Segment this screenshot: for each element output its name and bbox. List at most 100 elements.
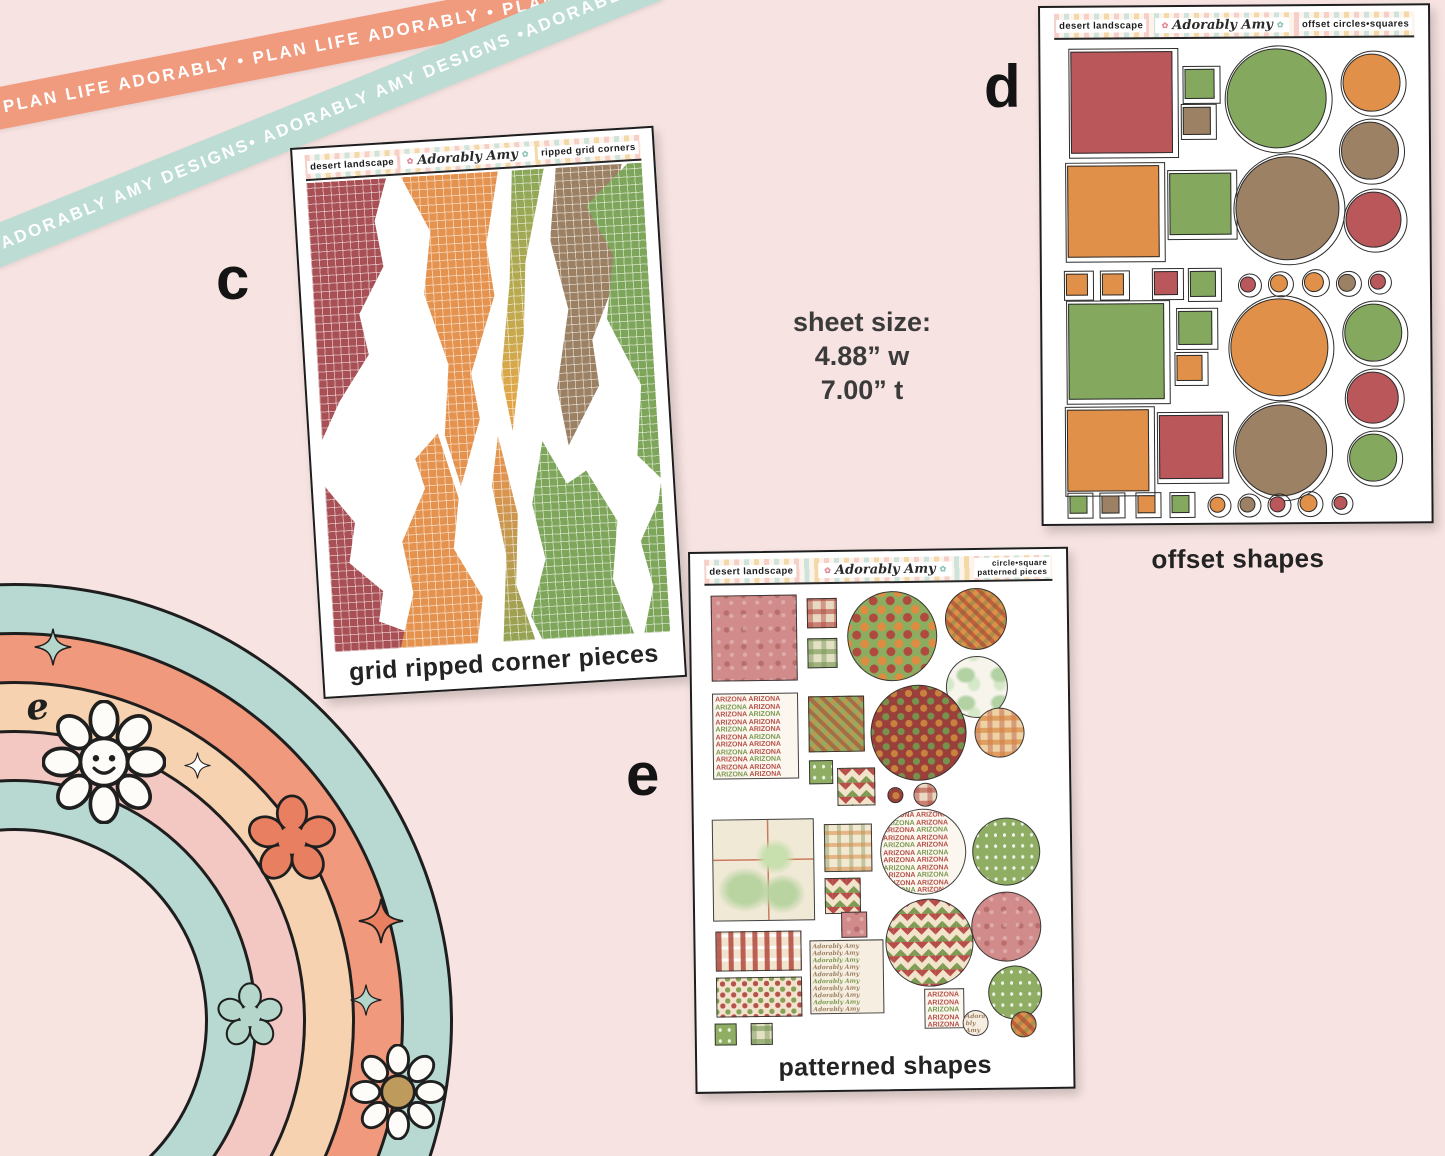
offset-circle-sticker xyxy=(1230,297,1329,397)
collection-name: desert landscape xyxy=(306,155,398,174)
smiley-daisy-icon xyxy=(42,700,166,824)
patterned-square-sticker xyxy=(808,759,834,785)
patterned-circle-sticker: ARIZONA ARIZONA ARIZONA ARIZONA ARIZONA … xyxy=(879,808,967,896)
sticker-page: desert landscape ✿Adorably Amy✿ circle•s… xyxy=(688,546,1076,1094)
sheet-grid-ripped-corners: desert landscape ✿Adorably Amy✿ ripped g… xyxy=(290,125,688,699)
offset-square-sticker xyxy=(1169,172,1232,236)
teal-flower-icon xyxy=(217,982,283,1046)
patterned-circle-sticker xyxy=(987,965,1043,1020)
flower-icon: ✿ xyxy=(406,155,414,166)
sparkle-icon xyxy=(184,752,211,779)
sheet-header: desert landscape ✿Adorably Amy✿ offset c… xyxy=(1054,11,1415,40)
offset-square-sticker xyxy=(1070,51,1174,154)
sheet-type-label: circle•square patterned pieces xyxy=(974,556,1051,579)
offset-circle-sticker xyxy=(1303,272,1325,293)
daisy-icon xyxy=(350,1044,446,1140)
offset-circle-sticker xyxy=(1340,121,1400,180)
brand-logo-text: Adorably Amy xyxy=(1172,16,1273,33)
patterned-square-sticker xyxy=(823,823,873,873)
patterned-circle-sticker xyxy=(887,787,904,804)
patterned-square-sticker xyxy=(715,976,803,1018)
brand-logo: ✿Adorably Amy✿ xyxy=(400,145,535,169)
sheet-size-width: 4.88” w xyxy=(814,340,910,371)
offset-shapes-area xyxy=(1054,41,1417,514)
brand-logo-text: Adorably Amy xyxy=(416,146,519,168)
sheet-caption: patterned shapes xyxy=(778,1050,993,1082)
sheet-patterned-shapes: desert landscape ✿Adorably Amy✿ circle•s… xyxy=(688,546,1076,1094)
offset-square-sticker xyxy=(1182,106,1211,135)
patterned-circle-sticker: Adorably Amy Adorably Amy Adorably Amy A… xyxy=(962,1009,989,1037)
offset-circle-sticker xyxy=(1345,191,1402,248)
sheet-type-label: ripped grid corners xyxy=(537,140,639,160)
patterned-circle-sticker xyxy=(974,707,1025,759)
patterned-circle-sticker xyxy=(1010,1011,1037,1038)
collection-name: desert landscape xyxy=(706,563,797,579)
patterned-square-sticker xyxy=(841,911,868,938)
label-letter-c: c xyxy=(216,245,250,312)
sheet-caption: offset shapes xyxy=(1151,543,1325,575)
sparkle-icon xyxy=(34,628,72,666)
patterned-shapes-area: ARIZONA ARIZONA ARIZONA ARIZONA ARIZONA … xyxy=(705,583,1059,1048)
patterned-square-sticker xyxy=(837,767,876,806)
offset-square-sticker xyxy=(1184,68,1215,99)
label-letter-d: d xyxy=(984,53,1021,120)
coral-flower-icon xyxy=(248,794,336,880)
patterned-square-sticker xyxy=(824,877,862,915)
offset-circle-sticker xyxy=(1333,495,1348,510)
offset-circle-sticker xyxy=(1209,496,1226,513)
patterned-circle-sticker xyxy=(970,891,1042,963)
sparkle-icon xyxy=(350,984,382,1016)
sheet-type-label: offset circles•squares xyxy=(1298,16,1413,31)
offset-circle-sticker xyxy=(1369,273,1386,290)
offset-circle-sticker xyxy=(1235,155,1340,261)
flower-icon: ✿ xyxy=(1161,20,1169,31)
offset-circle-sticker xyxy=(1269,496,1286,513)
sheet-type-line2: patterned pieces xyxy=(977,566,1048,577)
offset-square-sticker xyxy=(1171,494,1190,514)
offset-circle-sticker xyxy=(1337,273,1357,292)
patterned-square-sticker xyxy=(715,930,802,972)
offset-circle-sticker xyxy=(1342,53,1401,112)
brand-logo: ✿Adorably Amy✿ xyxy=(1155,16,1290,33)
offset-circle-sticker xyxy=(1344,303,1403,362)
patterned-square-sticker: ARIZONA ARIZONA ARIZONA ARIZONA ARIZONA … xyxy=(924,988,965,1029)
offset-circle-sticker xyxy=(1239,496,1256,513)
patterned-circle-sticker xyxy=(913,782,938,807)
patterned-circle-sticker xyxy=(944,587,1008,651)
collection-name: desert landscape xyxy=(1056,18,1147,33)
patterned-circle-sticker xyxy=(971,817,1041,887)
ripped-grid-pieces-area xyxy=(306,163,670,653)
offset-square-sticker xyxy=(1067,165,1160,258)
patterned-circle-sticker xyxy=(869,684,968,782)
sheet-size-label: sheet size: 4.88” w 7.00” t xyxy=(762,306,962,407)
offset-square-sticker xyxy=(1178,310,1213,346)
sheet-header: desert landscape ✿Adorably Amy✿ circle•s… xyxy=(704,554,1053,586)
sparkle-icon xyxy=(358,898,404,944)
offset-square-sticker xyxy=(1069,495,1088,514)
offset-square-sticker xyxy=(1137,495,1156,514)
patterned-square-sticker xyxy=(711,818,816,922)
patterned-square-sticker xyxy=(710,594,798,682)
sheet-offset-shapes: desert landscape ✿Adorably Amy✿ offset c… xyxy=(1038,3,1434,580)
label-letter-e: e xyxy=(626,741,660,808)
offset-square-sticker xyxy=(1066,409,1150,492)
sheet-size-title: sheet size: xyxy=(792,307,932,337)
patterned-square-sticker xyxy=(806,597,838,629)
brand-logo: ✿Adorably Amy✿ xyxy=(818,560,953,578)
offset-circle-sticker xyxy=(1269,274,1289,293)
flower-icon: ✿ xyxy=(939,563,947,574)
offset-square-sticker xyxy=(1101,273,1125,296)
offset-square-sticker xyxy=(1158,414,1224,480)
offset-circle-sticker xyxy=(1299,494,1318,513)
patterned-square-sticker xyxy=(750,1022,773,1046)
patterned-circle-sticker xyxy=(884,898,975,988)
offset-circle-sticker xyxy=(1226,47,1327,149)
offset-circle-sticker xyxy=(1348,433,1398,482)
flower-icon: ✿ xyxy=(521,148,529,159)
patterned-square-sticker: ARIZONA ARIZONA ARIZONA ARIZONA ARIZONA … xyxy=(711,692,800,780)
offset-square-sticker xyxy=(1101,495,1120,514)
offset-circle-sticker xyxy=(1239,276,1257,293)
brand-logo-text: Adorably Amy xyxy=(834,561,936,578)
patterned-circle-sticker xyxy=(846,590,938,682)
offset-square-sticker xyxy=(1065,273,1089,296)
